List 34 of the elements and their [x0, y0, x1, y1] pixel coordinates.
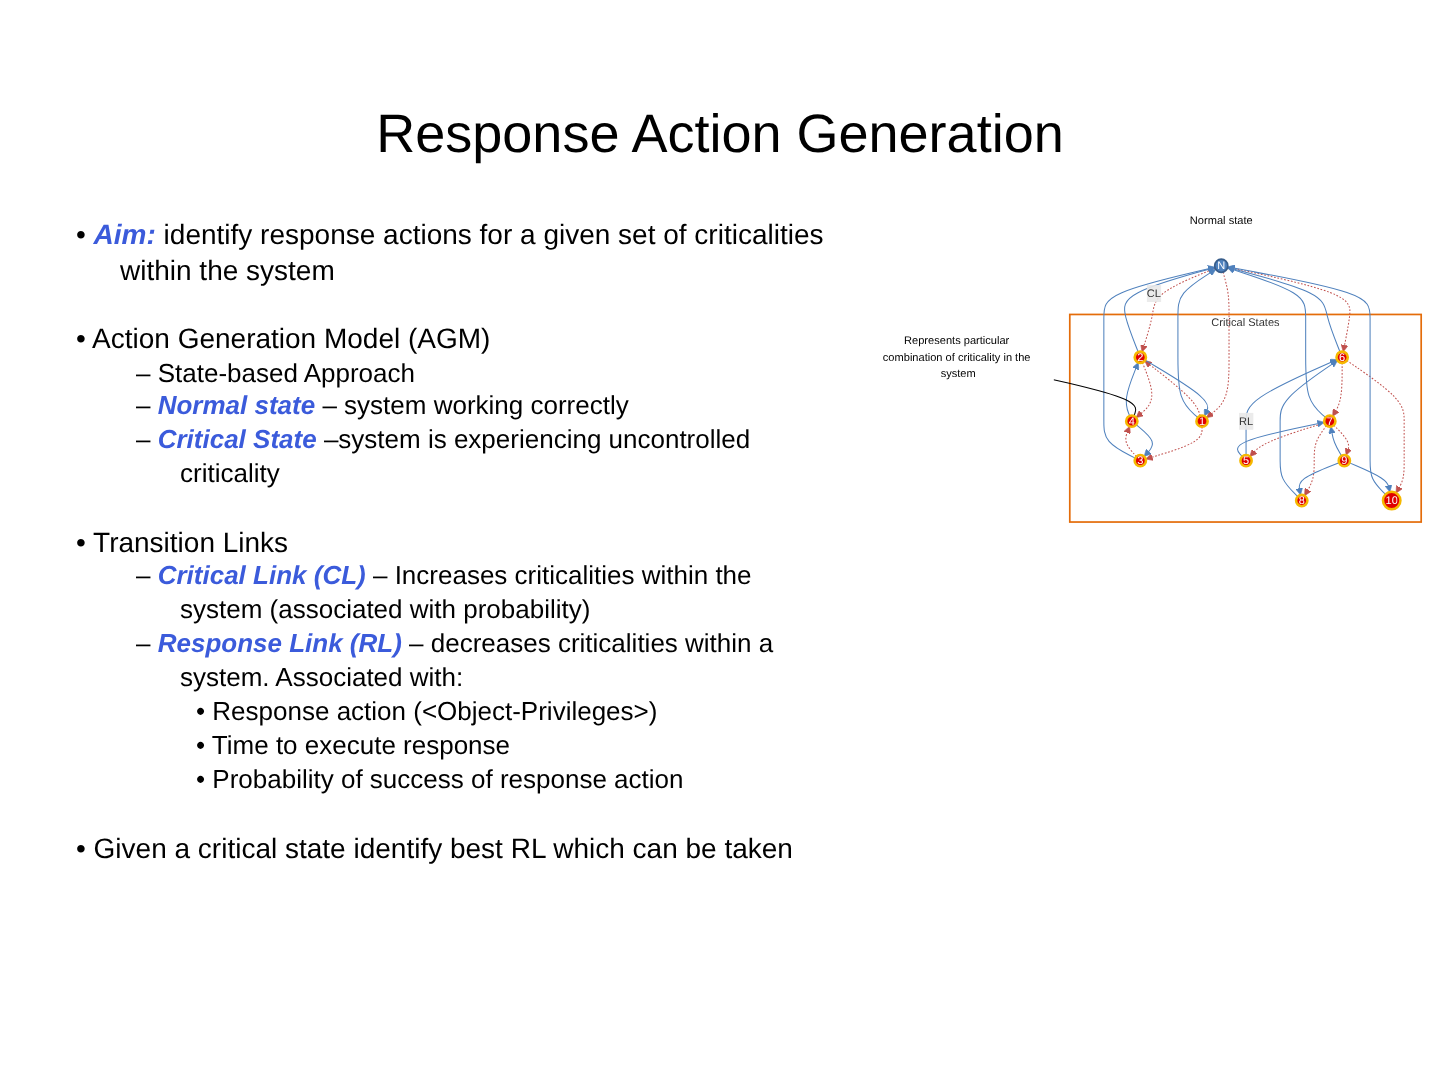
bullet-text: – Normal state – system working correctly	[136, 390, 631, 425]
arrow	[1333, 424, 1352, 456]
bullet-text: – Response Link (RL) – decreases criticalities within a system. Associated with:	[136, 628, 776, 696]
bullet-text: – Critical State –system is experiencing uncontrolled criticality	[136, 424, 753, 493]
arrow	[1328, 426, 1342, 457]
arrow	[1227, 266, 1327, 418]
bullet-text: • Probability of success of response action	[196, 763, 686, 798]
bullet-text: – State-based Approach	[136, 357, 417, 391]
arrow	[1206, 271, 1230, 418]
arrow	[1144, 360, 1201, 417]
arrow	[1332, 362, 1343, 417]
bullet-text: • Transition Links	[76, 524, 291, 561]
bullet-text: • Response action (<Object-Privileges>)	[196, 695, 660, 730]
arrow	[1349, 462, 1393, 493]
bullet-text: • Time to execute response	[196, 729, 513, 764]
arrow	[1144, 359, 1211, 417]
arrow	[1103, 265, 1216, 459]
arrow	[1135, 362, 1153, 418]
bullet-text: – Critical Link (CL) – Increases criticalities within the system (associated with probability)	[136, 560, 754, 629]
arrow	[1346, 359, 1405, 494]
bullet-text: • Action Generation Model (AGM)	[76, 320, 493, 358]
connector	[1053, 379, 1137, 417]
arrow	[1123, 426, 1137, 457]
arrow	[1237, 420, 1325, 457]
arrow	[1304, 425, 1327, 496]
arrow	[1227, 264, 1387, 495]
slide-title: Response Action Generation	[374, 104, 1066, 166]
arrow	[1177, 268, 1217, 418]
arrow	[1125, 362, 1140, 417]
arrow	[1295, 462, 1340, 496]
bullet-text: • Given a critical state identify best RL which can be taken	[76, 829, 795, 866]
arrow	[1135, 424, 1153, 457]
arrow	[1145, 426, 1203, 461]
bullet-text: • Aim: identify response actions for a given set of criticalities within the system	[76, 216, 826, 289]
